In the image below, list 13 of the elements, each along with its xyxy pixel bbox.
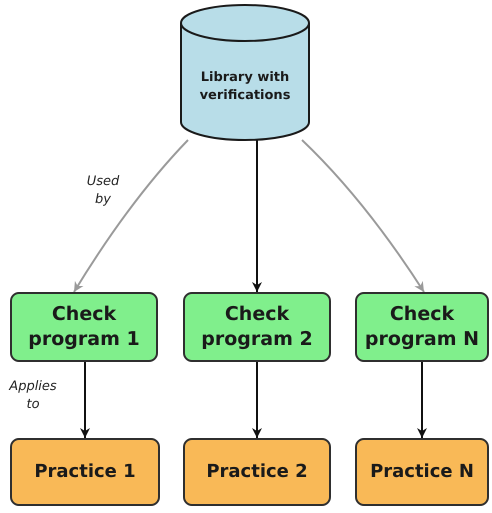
program-box: Check program N [355,292,489,362]
arrow [252,362,262,438]
program-box: Check program 1 [10,292,158,362]
practice-box: Practice 2 [183,438,331,506]
arrow [252,140,262,292]
practice-box: Practice N [355,438,489,506]
program-box: Check program 2 [183,292,331,362]
practice-box: Practice 1 [10,438,160,506]
arrow [301,139,425,293]
database-cylinder: Library with verifications [180,5,310,140]
arrow [417,362,427,438]
arrow [80,362,90,438]
arrow [73,139,189,293]
